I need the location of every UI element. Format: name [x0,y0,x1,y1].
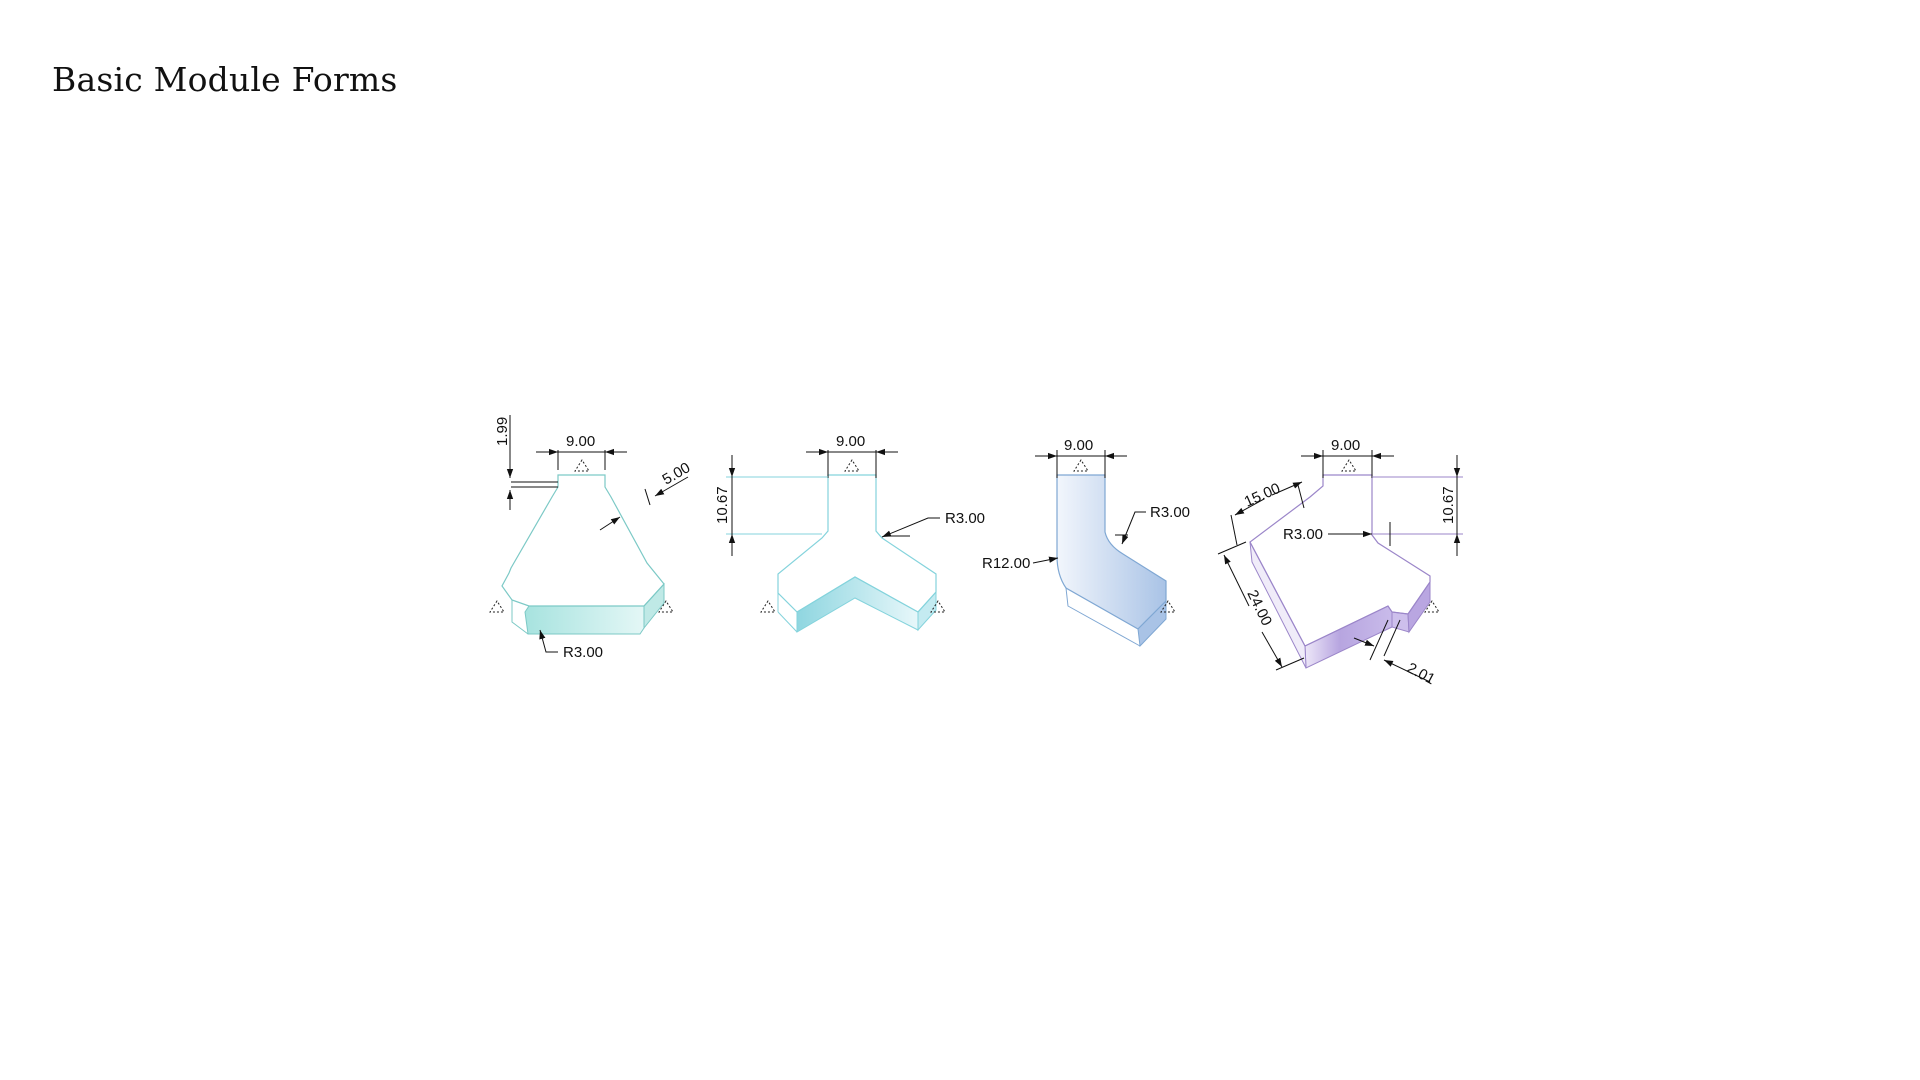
module-1-dim-taper: 5.00 [599,459,693,531]
module-2-label-arm-height: 10.67 [714,486,731,524]
module-4-side-face [1407,580,1431,634]
module-3-outline [1056,474,1167,630]
module-2-label-fillet: R3.00 [945,510,985,527]
module-y-branch: 9.00 10.67 R3.00 [714,433,985,633]
module-2-side-face [917,590,937,632]
module-2-outline [777,474,937,613]
module-1-neck-lines [511,481,558,488]
module-1-side-face [643,582,665,630]
module-3-support-top [1073,459,1089,472]
module-long-arm: 9.00 15.00 10.67 R3.00 [1217,437,1463,689]
module-4-gap-face [1391,611,1410,633]
module-1-support-right [658,600,674,613]
module-4-label-diagonal: 15.00 [1242,480,1283,511]
module-4-label-gap: 2.01 [1404,660,1438,689]
module-2-support-right [930,600,946,613]
module-4-support-top [1341,459,1357,472]
module-2-support-left [760,600,776,613]
module-4-dim-top-width: 9.00 [1301,437,1394,478]
module-1-left-edge [511,600,529,635]
module-3-bottom-edge [1065,587,1141,647]
module-1-dim-fillet: R3.00 [539,629,603,661]
module-3-dim-outer-radius: R12.00 [982,555,1059,572]
module-4-label-fillet: R3.00 [1283,526,1323,543]
module-2-dim-top-width: 9.00 [806,433,898,478]
module-1-label-fillet: R3.00 [563,644,603,661]
module-1-label-neck-height: 1.99 [494,417,511,446]
module-4-outline [1249,474,1431,647]
module-4-dim-fillet: R3.00 [1283,522,1391,546]
module-3-support-right [1160,600,1176,613]
module-4-label-top-width: 9.00 [1331,437,1360,454]
module-1-dim-neck-height: 1.99 [494,415,514,510]
module-1-label-top-width: 9.00 [566,433,595,450]
module-1-front-face [524,605,645,635]
module-tapered-y: 9.00 1.99 5.00 R3.00 [489,415,693,661]
module-4-dim-arm-height: 10.67 [1372,455,1463,556]
module-4-label-arm-height: 10.67 [1440,486,1457,524]
module-3-dim-top-width: 9.00 [1035,437,1127,478]
module-2-dim-fillet: R3.00 [881,510,985,538]
module-2-bottom-edge [777,611,798,633]
module-bend: 9.00 R3.00 R12.00 [982,437,1190,648]
module-3-dim-inner-radius: R3.00 [1115,504,1190,545]
module-4-front-face [1304,605,1393,669]
module-1-dim-top-width: 9.00 [536,433,627,470]
module-3-label-top-width: 9.00 [1064,437,1093,454]
module-2-dim-arm-height: 10.67 [714,455,828,556]
module-3-label-inner-radius: R3.00 [1150,504,1190,521]
page-title: Basic Module Forms [52,60,398,99]
module-1-support-left [489,600,505,613]
module-1-outline [501,474,665,607]
module-2-front-face [796,576,919,633]
module-2-support-top [844,459,860,472]
module-2-label-top-width: 9.00 [836,433,865,450]
module-4-dim-length: 24.00 [1217,541,1305,671]
module-4-support-right [1424,600,1440,613]
module-3-label-outer-radius: R12.00 [982,555,1030,572]
module-1-support-top [574,459,590,472]
